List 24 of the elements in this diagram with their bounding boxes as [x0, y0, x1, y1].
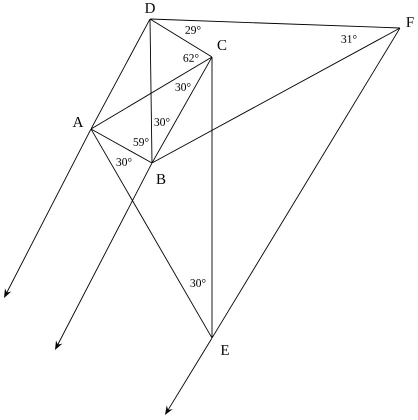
- line: [152, 28, 400, 164]
- line: [90, 18, 150, 130]
- point-label: D: [145, 3, 155, 13]
- angle-label: 30°: [190, 279, 206, 287]
- line: [212, 28, 400, 338]
- line: [90, 128, 212, 338]
- point-label: E: [220, 345, 229, 355]
- angle-label: 30°: [116, 158, 132, 166]
- angle-label: 59°: [134, 138, 148, 146]
- angle-label: 30°: [176, 83, 190, 91]
- line: [150, 18, 212, 58]
- angle-label: 31°: [342, 35, 356, 43]
- point-label: B: [156, 174, 166, 184]
- point-label: C: [218, 40, 226, 50]
- point-label: A: [72, 117, 84, 127]
- line: [150, 18, 400, 28]
- line: [152, 56, 212, 164]
- angle-label: 62°: [183, 54, 198, 62]
- line: [90, 56, 212, 130]
- angle-label: 29°: [185, 26, 200, 34]
- point-label: F: [406, 17, 414, 27]
- angle-label: 30°: [154, 118, 170, 126]
- line: [90, 128, 152, 164]
- line: [150, 18, 152, 164]
